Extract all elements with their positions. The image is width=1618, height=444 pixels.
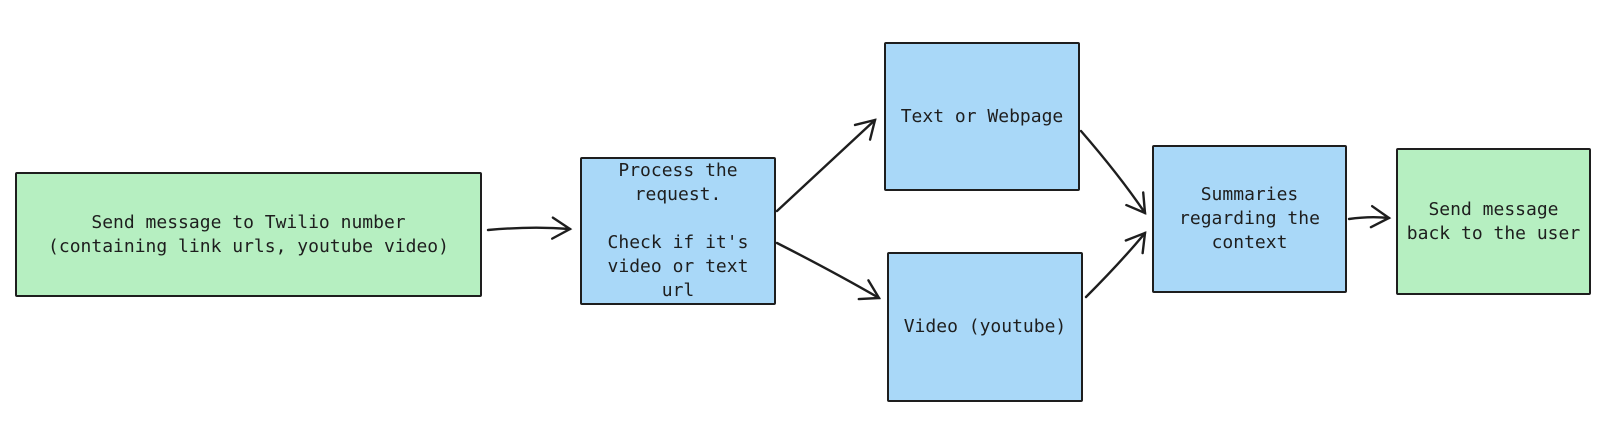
node-send-back-to-user: Send message back to the user	[1396, 148, 1591, 295]
node-process-request-label: Process the request. Check if it's video…	[607, 160, 749, 301]
arrow-process-to-textweb	[775, 118, 877, 213]
arrow-summary-to-sendback	[1347, 204, 1392, 229]
node-video-youtube-label: Video (youtube)	[903, 316, 1067, 337]
node-video-youtube: Video (youtube)	[887, 252, 1083, 402]
node-process-request: Process the request. Check if it's video…	[580, 157, 776, 305]
arrow-twilio-to-process	[486, 216, 573, 240]
node-summaries-context-label: Summaries regarding the context	[1179, 184, 1320, 253]
node-send-to-twilio-number-label: Send message to Twilio number (containin…	[48, 211, 449, 257]
arrow-video-to-summary	[1084, 231, 1147, 299]
node-send-to-twilio-number: Send message to Twilio number (containin…	[15, 172, 482, 297]
node-text-or-webpage: Text or Webpage	[884, 42, 1080, 191]
arrow-textweb-to-summary	[1079, 129, 1147, 215]
node-summaries-context: Summaries regarding the context	[1152, 145, 1347, 293]
node-text-or-webpage-label: Text or Webpage	[900, 105, 1064, 127]
arrow-process-to-video	[775, 241, 882, 301]
node-send-back-to-user-label: Send message back to the user	[1406, 198, 1581, 244]
